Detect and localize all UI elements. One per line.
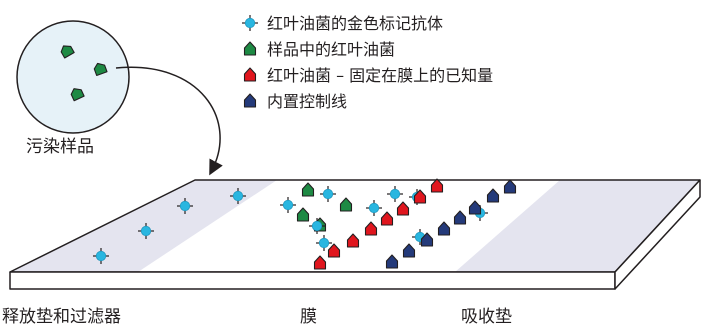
fixed-antigen-marker [380, 211, 394, 226]
fixed-antigen-marker [364, 221, 378, 236]
sample-circle-bacteria [60, 45, 108, 102]
sample-bacteria-icon [243, 41, 257, 56]
release-pad-label: 释放垫和过滤器 [2, 307, 121, 327]
sample-bacteria-marker [93, 62, 108, 77]
control-shape [243, 93, 257, 108]
fixed-antigen-shape [243, 67, 257, 82]
gold-antibody-marker [309, 218, 325, 234]
sample-bacteria-marker [60, 45, 75, 59]
legend-item-fixed-antigen: 红叶油菌 – 固定在膜上的已知量 [243, 66, 493, 85]
gold-antibody-marker [280, 197, 296, 213]
gold-antibody-marker [230, 188, 246, 204]
control-line-marker [420, 232, 434, 247]
sample-bacteria-marker [296, 207, 310, 222]
legend-item-antibody: 红叶油菌的金色标记抗体 [242, 14, 443, 33]
gold-antibody-marker [387, 186, 403, 202]
control-line-marker [437, 221, 451, 236]
gold-antibody-marker [177, 198, 193, 214]
internal-control-icon [243, 93, 257, 108]
gold-antibody-marker [242, 15, 258, 31]
sample-bacteria-marker [339, 197, 353, 212]
legend-label-antibody: 红叶油菌的金色标记抗体 [267, 14, 443, 33]
legend-label-control: 内置控制线 [267, 92, 347, 111]
test-strip [9, 179, 701, 290]
control-line-marker [385, 254, 399, 269]
control-line-marker [402, 243, 416, 258]
gold-antibody-marker [138, 223, 154, 239]
release-pad-area [10, 180, 277, 272]
membrane-label: 膜 [300, 307, 317, 327]
strip-markers [93, 178, 517, 270]
fixed-antigen-icon [243, 67, 257, 82]
gold-antibody-marker [320, 186, 336, 202]
fixed-antigen-marker [430, 178, 444, 193]
fixed-antigen-marker [413, 189, 427, 204]
control-line-marker [503, 179, 517, 194]
legend: 红叶油菌的金色标记抗体 样品中的红叶油菌 红叶油菌 – 固定在膜上的已知量 内置… [242, 14, 493, 111]
fixed-antigen-marker [346, 233, 360, 248]
gold-antibody-marker [366, 200, 382, 216]
legend-item-sample-bacteria: 样品中的红叶油菌 [243, 40, 395, 59]
absorbent-pad-area [455, 180, 700, 272]
fixed-antigen-marker [313, 255, 327, 270]
legend-label-fixed-antigen: 红叶油菌 – 固定在膜上的已知量 [267, 66, 493, 85]
legend-item-control: 内置控制线 [243, 92, 347, 111]
legend-label-sample-bacteria: 样品中的红叶油菌 [267, 40, 395, 59]
flow-arrow [115, 66, 223, 176]
sample-circle [16, 20, 130, 134]
fixed-antigen-marker [327, 243, 341, 258]
control-line-marker [468, 200, 482, 215]
gold-antibody-marker [93, 248, 109, 264]
absorbent-pad-label: 吸收垫 [461, 307, 512, 327]
control-line-marker [486, 188, 500, 203]
sample-bacteria-marker [70, 88, 85, 102]
gold-antibody-marker [316, 235, 332, 251]
gold-labeled-antibody-icon [242, 15, 258, 31]
sample-bacteria-marker [301, 182, 315, 197]
fixed-antigen-marker [396, 201, 410, 216]
sample-label: 污染样品 [26, 137, 94, 157]
sample-bacteria-shape [243, 41, 257, 56]
control-line-marker [453, 210, 467, 225]
